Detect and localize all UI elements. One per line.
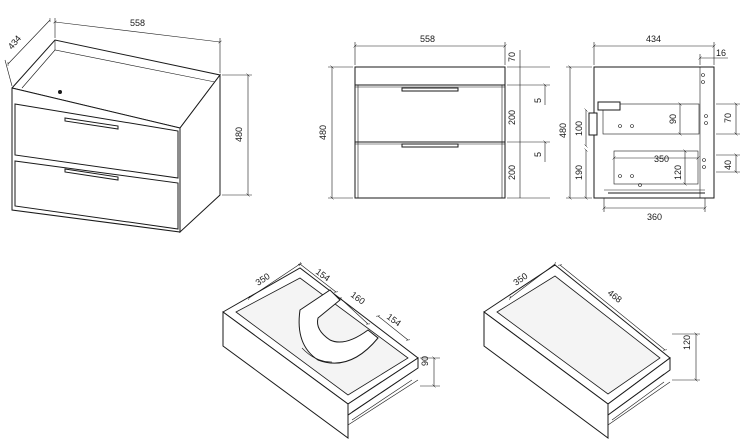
dim-side-360: 360 <box>647 212 662 222</box>
mount-hole-icon <box>58 90 62 94</box>
dim-iso-height: 480 <box>234 127 244 142</box>
dim-d1-height: 90 <box>420 356 430 366</box>
front-view: 558 480 70 5 200 5 200 <box>318 34 550 198</box>
dim-front-width: 558 <box>420 34 435 44</box>
dim-side-offset: 16 <box>716 48 726 58</box>
dim-side-350: 350 <box>654 154 669 164</box>
dim-iso-depth: 434 <box>6 33 23 51</box>
drawer-with-cutout: 350 154 160 154 90 <box>222 264 440 439</box>
dim-front-drawer-1: 200 <box>507 110 517 125</box>
dim-side-40: 40 <box>723 160 733 170</box>
dim-side-depth: 434 <box>646 34 661 44</box>
dim-front-height: 480 <box>318 125 328 140</box>
dim-side-120: 120 <box>673 165 683 180</box>
dim-side-190: 190 <box>574 165 584 180</box>
dim-side-100: 100 <box>574 121 584 136</box>
drawer-plain: 350 468 120 <box>483 264 700 439</box>
iso-cabinet: 558 434 480 <box>4 18 252 234</box>
dim-side-90: 90 <box>668 114 678 124</box>
dim-d1-cutout: 160 <box>349 290 367 307</box>
mount-holes <box>618 73 708 187</box>
dim-front-drawer-2: 200 <box>507 165 517 180</box>
dim-front-gap-1: 5 <box>533 98 543 103</box>
dim-d1-side-right: 154 <box>385 312 403 329</box>
side-view: 434 16 480 100 190 90 350 120 70 40 360 <box>558 34 740 222</box>
dim-d2-depth: 468 <box>606 288 624 305</box>
dim-d2-height: 120 <box>682 335 692 350</box>
dim-front-gap-2: 5 <box>533 152 543 157</box>
dim-side-70: 70 <box>723 113 733 123</box>
dim-iso-width: 558 <box>130 18 145 28</box>
dim-side-height: 480 <box>558 123 568 138</box>
dim-front-top: 70 <box>507 52 517 62</box>
